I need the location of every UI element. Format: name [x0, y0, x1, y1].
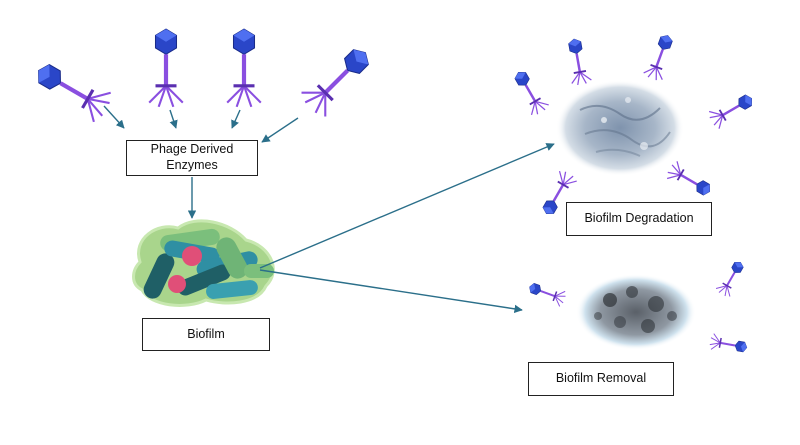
arrow-to-degradation — [259, 143, 555, 269]
bacteriophage-icon — [714, 257, 749, 299]
biofilm-label: Biofilm — [142, 318, 270, 351]
degradation-label: Biofilm Degradation — [566, 202, 712, 236]
arrow — [261, 117, 299, 143]
bacteriophage-icon — [526, 278, 568, 308]
removed-biofilm-icon — [576, 274, 696, 350]
bacteriophage-icon — [147, 27, 185, 109]
bacteriophage-icon — [563, 36, 593, 87]
bacteriophage-icon — [706, 88, 758, 131]
bacteriophage-icon — [508, 66, 551, 118]
bacteriophage-icon — [641, 31, 679, 83]
bacteriophage-icon — [296, 39, 379, 122]
bacteriophage-icon — [708, 332, 750, 357]
arrows-to-enzymes — [103, 105, 299, 143]
bacteria-biofilm-icon — [132, 219, 275, 307]
arrow-to-removal — [259, 269, 523, 314]
bacteriophage-icon — [28, 54, 116, 126]
removal-label: Biofilm Removal — [528, 362, 674, 396]
arrow — [103, 105, 125, 129]
bacteriophage-icon — [664, 159, 716, 202]
enzymes-label: Phage Derived Enzymes — [126, 140, 258, 176]
arrow — [169, 109, 178, 129]
top-phages — [28, 27, 379, 126]
arrow — [231, 109, 241, 129]
bacteriophage-icon — [225, 27, 263, 109]
degraded-biofilm-icon — [556, 80, 684, 176]
